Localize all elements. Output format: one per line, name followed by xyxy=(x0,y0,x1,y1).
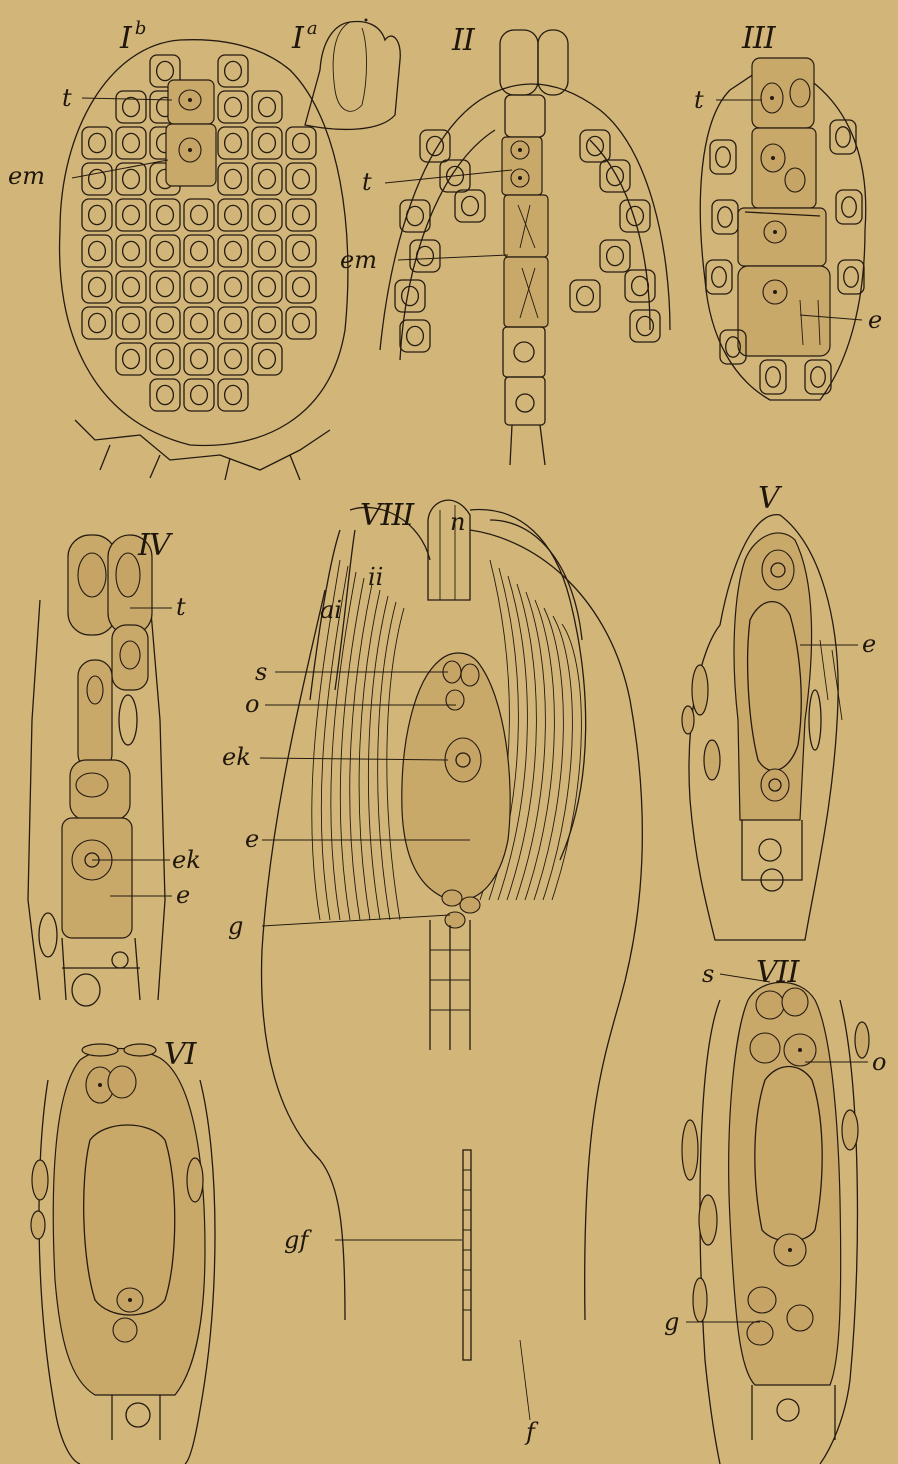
label-t-III: t xyxy=(694,86,704,114)
figure-III xyxy=(700,58,865,400)
label-g-VII: g xyxy=(664,1308,679,1336)
label-ek-IV: ek xyxy=(172,846,201,874)
figure-VI-label: VI xyxy=(164,1037,198,1072)
figure-IV-label: IV xyxy=(137,528,174,563)
figure-VIII xyxy=(262,500,643,1420)
label-o-VII: o xyxy=(872,1048,886,1076)
label-gf-VIII: gf xyxy=(284,1226,312,1254)
label-em-II: em xyxy=(340,246,377,274)
figure-V-label: V xyxy=(758,481,783,516)
label-f-VIII: f xyxy=(524,1418,539,1446)
label-t-II: t xyxy=(362,168,372,196)
label-em-Ib: em xyxy=(8,162,45,190)
figure-II-label: II xyxy=(451,23,476,58)
label-ek-VIII: ek xyxy=(222,743,251,771)
figure-IV xyxy=(28,535,165,1006)
label-e-IV: e xyxy=(176,881,190,909)
figure-V xyxy=(682,515,842,940)
label-o-VIII: o xyxy=(245,690,259,718)
label-s-VII: s xyxy=(702,960,714,988)
label-e-V: e xyxy=(862,630,876,658)
figure-VIII-label: VIII xyxy=(360,498,415,533)
label-g-VIII: g xyxy=(228,912,243,940)
label-t-IV: t xyxy=(176,593,186,621)
label-ai-VIII: ai xyxy=(320,596,342,624)
figure-VII xyxy=(682,982,869,1464)
label-e-III: e xyxy=(868,306,882,334)
figure-III-label: III xyxy=(741,21,777,56)
figure-VI xyxy=(31,1044,215,1464)
label-s-VIII: s xyxy=(255,658,267,686)
figure-Ib xyxy=(60,40,348,480)
label-e-VIII: e xyxy=(245,825,259,853)
label-n-VIII: n xyxy=(450,508,465,536)
label-t-Ib: t xyxy=(62,84,72,112)
figure-VII-label: VII xyxy=(756,955,801,990)
figure-II xyxy=(380,30,670,465)
label-ii-VIII: ii xyxy=(368,563,383,591)
